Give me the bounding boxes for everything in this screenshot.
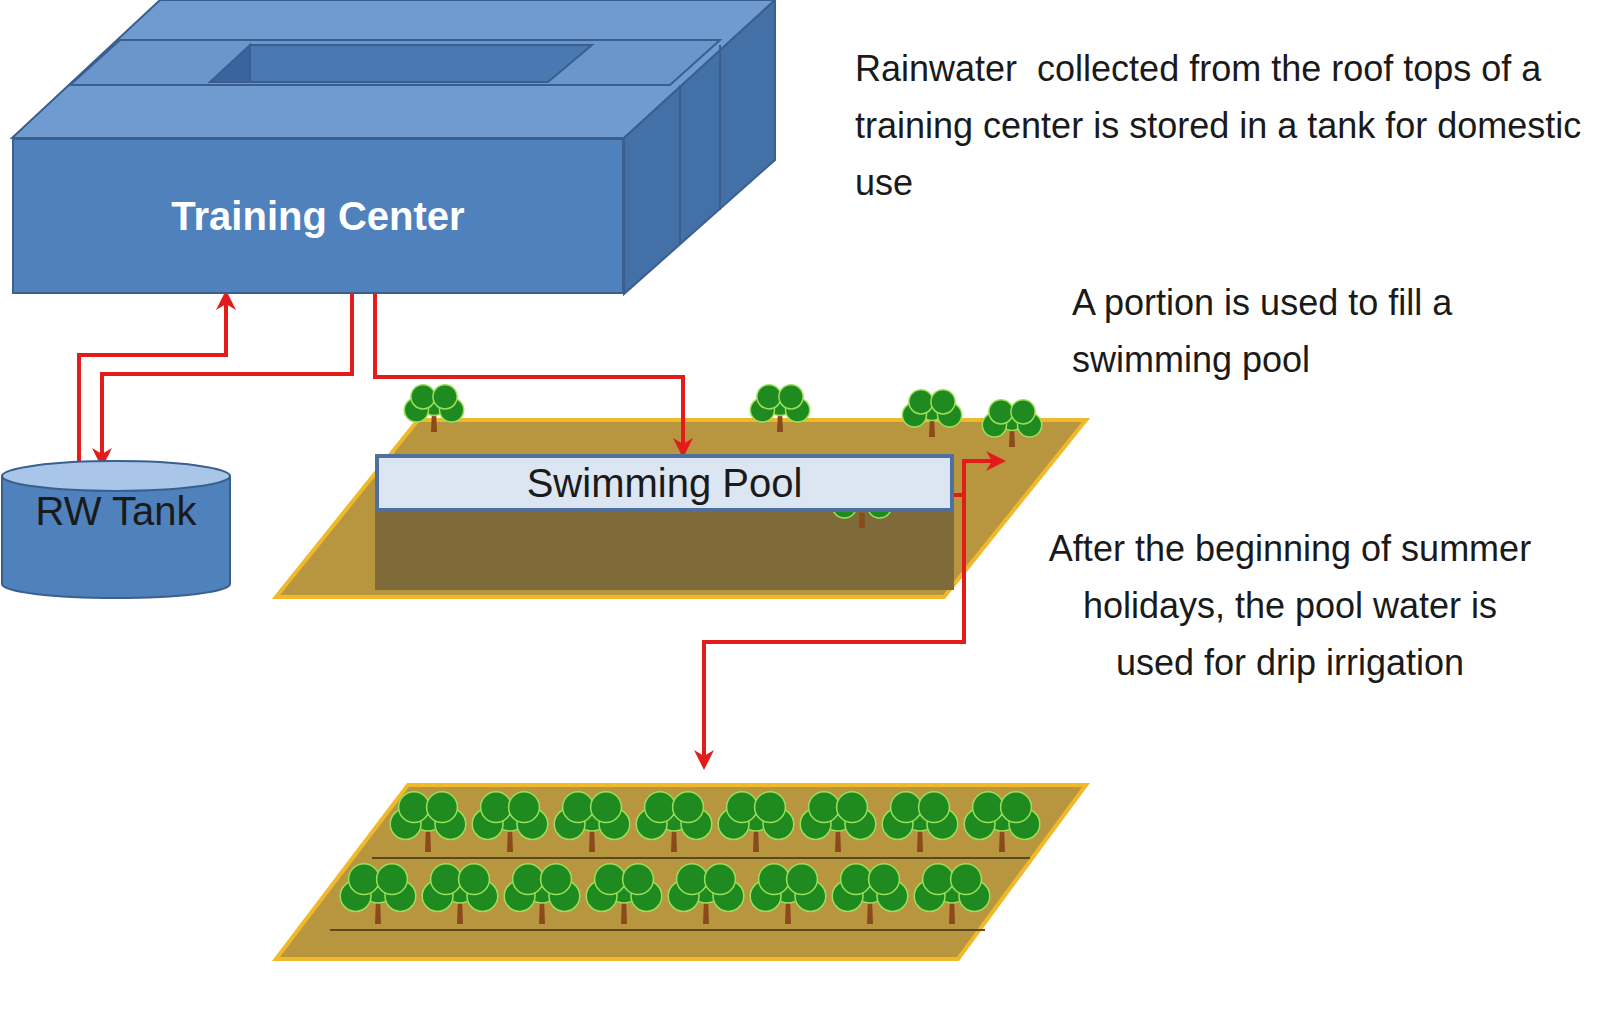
tree-symbol <box>390 792 466 852</box>
pool-pit <box>375 510 954 590</box>
flow-arrow <box>102 294 352 464</box>
pool-box: Swimming Pool <box>375 454 954 512</box>
note-text: Rainwater collected from the roof tops o… <box>855 40 1590 211</box>
tree-crown <box>1001 792 1032 823</box>
tree-symbol <box>504 864 580 924</box>
tree-crown <box>411 385 435 409</box>
node-label: RW Tank <box>36 488 197 534</box>
tree-crown <box>427 792 458 823</box>
tree-crown <box>563 792 594 823</box>
tree-crown <box>399 792 430 823</box>
tree-symbol <box>340 864 416 924</box>
note-text: A portion is used to fill a swimming poo… <box>1072 274 1582 388</box>
building-edge <box>679 85 681 245</box>
tree-symbol <box>750 385 809 432</box>
tree-crown <box>677 864 708 895</box>
drip-line <box>372 857 1030 859</box>
irrigation-field <box>276 785 1086 959</box>
node-label: Training Center <box>171 193 464 239</box>
tree-crown <box>759 864 790 895</box>
tree-symbol <box>718 792 794 852</box>
tree-symbol <box>668 864 744 924</box>
tree-crown <box>787 864 818 895</box>
tree-symbol <box>554 792 630 852</box>
tree-crown <box>891 792 922 823</box>
tree-crown <box>989 400 1013 424</box>
tree-crown <box>973 792 1004 823</box>
tree-crown <box>513 864 544 895</box>
tree-crown <box>705 864 736 895</box>
tree-crown <box>919 792 950 823</box>
tree-symbol <box>800 792 876 852</box>
flow-arrow <box>375 294 683 454</box>
tree-crown <box>595 864 626 895</box>
tree-crown <box>757 385 781 409</box>
tree-symbol <box>472 792 548 852</box>
tree-crown <box>951 864 982 895</box>
tank-cylinder: RW Tank <box>0 458 232 600</box>
building-side <box>624 0 775 294</box>
drip-line <box>330 929 985 931</box>
tree-crown <box>727 792 758 823</box>
tree-crown <box>1011 400 1035 424</box>
tree-crown <box>909 390 933 414</box>
tree-crown <box>809 792 840 823</box>
building-courtyard-wall <box>210 45 250 82</box>
irrigation-arrow <box>704 495 964 766</box>
tree-symbol <box>750 864 826 924</box>
tree-crown <box>541 864 572 895</box>
tree-crown <box>349 864 380 895</box>
tree-crown <box>931 390 955 414</box>
tree-crown <box>869 864 900 895</box>
tree-symbol <box>902 390 961 437</box>
tree-crown <box>431 864 462 895</box>
tree-crown <box>673 792 704 823</box>
tree-symbol <box>832 864 908 924</box>
tree-symbol <box>882 792 958 852</box>
tree-symbol <box>982 400 1041 447</box>
tree-symbol <box>636 792 712 852</box>
tree-symbol <box>586 864 662 924</box>
tree-symbol <box>404 385 463 432</box>
tree-crown <box>509 792 540 823</box>
tree-crown <box>837 792 868 823</box>
building-roof-step <box>70 40 720 85</box>
tree-crown <box>591 792 622 823</box>
building-edge <box>719 45 721 210</box>
tree-symbol <box>914 864 990 924</box>
tree-crown <box>377 864 408 895</box>
tree-crown <box>623 864 654 895</box>
tree-crown <box>459 864 490 895</box>
building-courtyard <box>250 45 592 82</box>
tree-crown <box>433 385 457 409</box>
tree-crown <box>923 864 954 895</box>
tree-symbol <box>964 792 1040 852</box>
tree-symbol <box>422 864 498 924</box>
note-text: After the beginning of summer holidays, … <box>1040 520 1540 691</box>
building-box: Training Center <box>12 138 624 294</box>
tree-crown <box>481 792 512 823</box>
node-label: Swimming Pool <box>527 460 803 506</box>
tree-crown <box>645 792 676 823</box>
tree-crown <box>755 792 786 823</box>
tree-crown <box>779 385 803 409</box>
tree-crown <box>841 864 872 895</box>
